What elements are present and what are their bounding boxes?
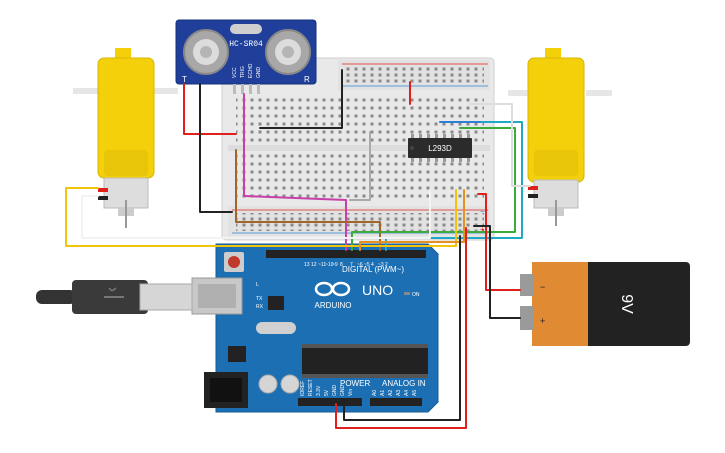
atmega-chip xyxy=(302,348,428,374)
wire-battery-black xyxy=(473,225,521,319)
digital-pwm-label: DIGITAL (PWM~) xyxy=(342,265,404,274)
wire-battery-red xyxy=(477,193,521,291)
sensor-r-label: R xyxy=(304,75,310,84)
left-gear-motor xyxy=(73,48,178,228)
svg-text:5V: 5V xyxy=(324,389,330,396)
svg-text:GND: GND xyxy=(340,385,346,397)
svg-text:GND: GND xyxy=(332,385,338,397)
power-pin-labels: IOREF RESET 3.3V 5V GND GND Vin xyxy=(300,379,354,396)
svg-text:Vin: Vin xyxy=(348,389,354,396)
sensor-model-label: HC-SR04 xyxy=(229,40,263,49)
wires xyxy=(65,69,531,429)
battery-minus-label: − xyxy=(540,282,545,292)
analog-header xyxy=(370,398,422,406)
svg-text:~9: ~9 xyxy=(332,262,338,268)
svg-text:A2: A2 xyxy=(388,390,394,396)
l-led-label: L xyxy=(256,282,259,288)
motor-driver-chip: L293D xyxy=(408,134,472,162)
rx-led-label: RX xyxy=(256,304,264,310)
svg-text:TRIG: TRIG xyxy=(240,66,246,78)
svg-text:8: 8 xyxy=(340,262,343,268)
wire-white-right xyxy=(469,103,531,187)
arduino-brand-label: ARDUINO xyxy=(315,301,352,310)
wire-arduino-gnd xyxy=(343,235,461,421)
svg-text:GND: GND xyxy=(256,67,262,79)
sensor-t-label: T xyxy=(182,75,187,84)
rail-plus-label: + xyxy=(480,225,485,234)
wire-sensor-echo xyxy=(235,149,381,251)
svg-text:~10: ~10 xyxy=(325,262,334,268)
svg-text:3.3V: 3.3V xyxy=(316,385,322,396)
rail-minus-label: − xyxy=(480,207,485,216)
svg-text:A1: A1 xyxy=(380,390,386,396)
right-gear-motor xyxy=(508,48,612,226)
svg-text:2: 2 xyxy=(385,262,388,268)
svg-text:A4: A4 xyxy=(404,390,410,396)
battery-plus-label: + xyxy=(540,316,545,326)
wire-gray xyxy=(349,131,371,201)
breadboard: + − xyxy=(221,57,495,241)
arduino-logo xyxy=(314,281,351,297)
svg-text:~11: ~11 xyxy=(318,262,326,268)
arduino-uno-label: UNO xyxy=(362,282,393,298)
analog-pin-labels: A0 A1 A2 A3 A4 A5 xyxy=(372,390,418,396)
wire-sensor-gnd xyxy=(199,83,233,213)
wire-sensor-vcc xyxy=(183,83,237,135)
wire-yellow xyxy=(65,187,457,247)
wire-arduino-5v xyxy=(335,227,467,429)
on-led-label: ON xyxy=(412,292,420,298)
sensor-pin-labels: VCC TRIG ECHO GND xyxy=(232,63,262,78)
svg-text:ECHO: ECHO xyxy=(248,63,254,78)
power-header xyxy=(298,398,362,406)
svg-text:~3: ~3 xyxy=(378,262,384,268)
digital-header xyxy=(266,250,426,258)
svg-text:A3: A3 xyxy=(396,390,402,396)
wire-white-left xyxy=(81,189,431,239)
battery-9v: 9V − + xyxy=(520,262,690,346)
digital-pin-labels: 13 12 ~11 ~10 ~9 8 7 ~6 ~5 4 ~3 2 xyxy=(304,262,388,268)
arduino-uno: UNO ARDUINO DIGITAL (PWM~) POWER ANALOG … xyxy=(191,243,439,413)
svg-text:IOREF: IOREF xyxy=(300,381,306,396)
usb-cable xyxy=(36,280,193,314)
svg-text:~6: ~6 xyxy=(357,262,363,268)
wire-sensor-trig xyxy=(243,93,347,251)
battery-label: 9V xyxy=(618,294,635,314)
ultrasonic-sensor: HC-SR04 T R VCC TRIG ECHO GND xyxy=(175,19,317,94)
rail-holes-top xyxy=(344,67,484,85)
tx-led-label: TX xyxy=(256,296,263,302)
svg-text:4: 4 xyxy=(371,262,374,268)
svg-text:~5: ~5 xyxy=(364,262,370,268)
svg-text:A5: A5 xyxy=(412,390,418,396)
svg-text:RESET: RESET xyxy=(308,379,314,396)
svg-text:7: 7 xyxy=(350,262,353,268)
wire-orange xyxy=(359,189,465,251)
analog-in-label: ANALOG IN xyxy=(382,379,426,388)
svg-text:12: 12 xyxy=(311,262,317,268)
breadboard-holes-bottom xyxy=(236,154,484,202)
svg-text:13: 13 xyxy=(304,262,310,268)
power-label: POWER xyxy=(340,379,370,388)
breadboard-holes-top xyxy=(236,94,484,142)
motor-driver-label: L293D xyxy=(428,144,452,153)
wire-black-vertical xyxy=(259,69,343,129)
svg-text:A0: A0 xyxy=(372,390,378,396)
svg-text:VCC: VCC xyxy=(232,67,238,78)
breadboard-center-gap xyxy=(228,145,490,151)
